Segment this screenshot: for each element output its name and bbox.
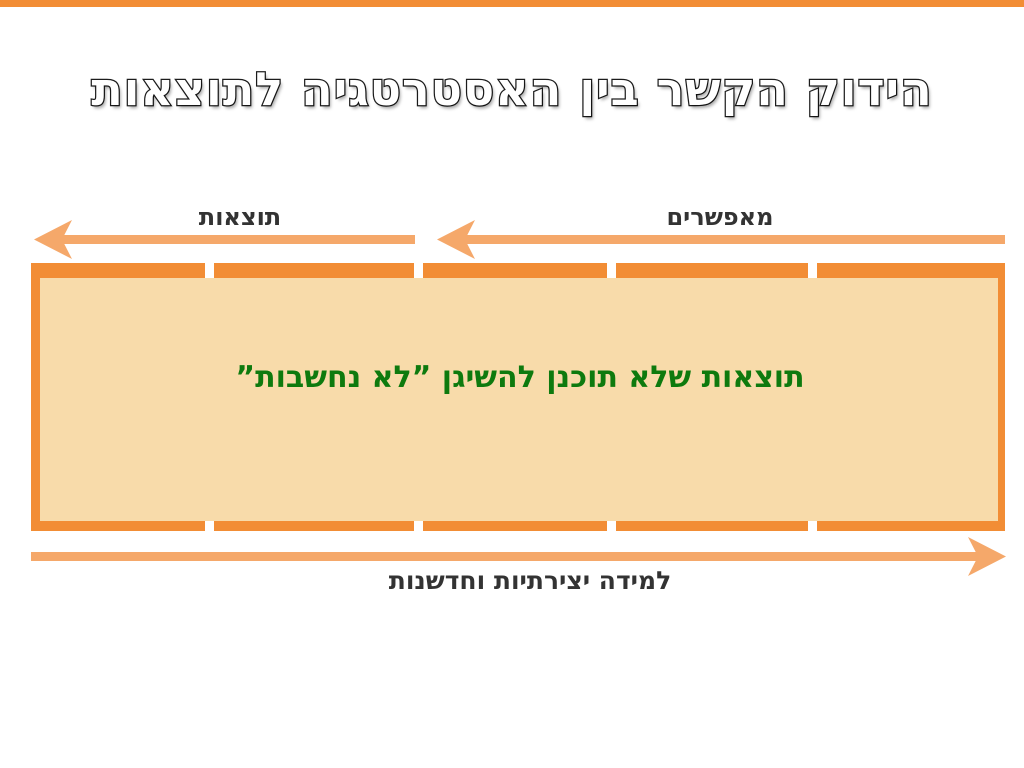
main-box — [31, 263, 1005, 531]
bottom-arrow-label: למידה יצירתיות וחדשנות — [388, 566, 672, 595]
box-text: תוצאות שלא תוכנן להשיגן ”לא נחשבות” — [235, 360, 805, 395]
slide-title: הידוק הקשר בין האסטרטגיה לתוצאות — [90, 61, 933, 118]
arrow-left-results — [34, 220, 415, 259]
arrow-right-label: מאפשרים — [666, 203, 774, 231]
arrow-right-enablers — [437, 220, 1005, 259]
top-accent-bar — [0, 0, 1024, 7]
arrow-bottom-learning — [31, 537, 1006, 576]
arrow-left-label: תוצאות — [198, 203, 282, 231]
